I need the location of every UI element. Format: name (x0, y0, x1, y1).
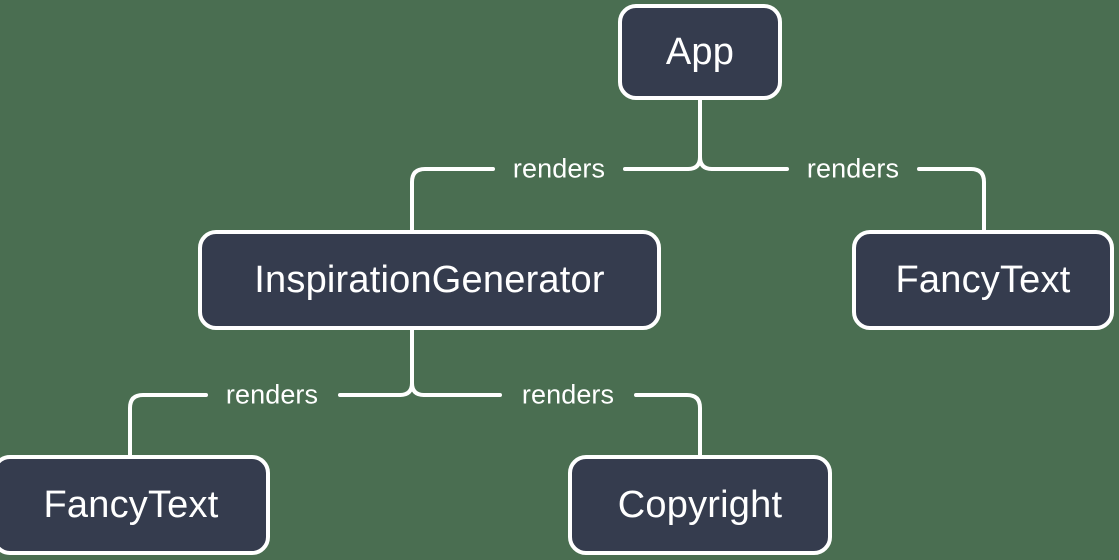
node-app-label: App (665, 31, 735, 73)
edge-app-stem-left (686, 155, 702, 171)
node-copyright-label: Copyright (617, 484, 783, 526)
node-inspirationgenerator-label: InspirationGenerator (254, 259, 605, 301)
edge-inspirationgenerator-stem-left (398, 381, 414, 397)
edge-app-to-fancytext-right-elbow (917, 167, 986, 232)
node-fancytext-right-label: FancyText (895, 259, 1071, 301)
edge-label-inspirationgenerator-to-fancytext: renders (225, 379, 319, 410)
edge-inspirationgenerator-to-fancytext-elbow (128, 393, 208, 457)
node-copyright[interactable]: Copyright (568, 455, 832, 555)
node-fancytext-bottom-left-label: FancyText (43, 484, 219, 526)
edge-label-inspirationgenerator-to-copyright: renders (521, 379, 615, 410)
edge-label-app-to-inspirationgenerator: renders (512, 153, 606, 184)
edge-inspirationgenerator-to-copyright-elbow (634, 393, 702, 457)
node-fancytext-bottom-left[interactable]: FancyText (0, 455, 270, 555)
node-inspirationgenerator[interactable]: InspirationGenerator (198, 230, 661, 330)
edge-label-app-to-fancytext-right: renders (806, 153, 900, 184)
edge-app-to-inspirationgenerator-elbow (410, 167, 495, 232)
node-app[interactable]: App (618, 4, 782, 100)
node-fancytext-right[interactable]: FancyText (852, 230, 1114, 330)
